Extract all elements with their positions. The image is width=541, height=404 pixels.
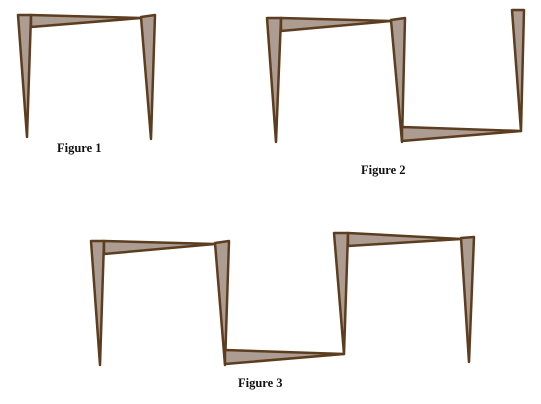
figure-2-caption: Figure 2 xyxy=(361,163,406,177)
figure-3-wedge-3 xyxy=(213,239,231,367)
figure-3-drawing xyxy=(89,231,476,367)
figure-2-wedge-2 xyxy=(279,16,393,33)
figure-3-wedge-7 xyxy=(459,235,476,364)
figure-1-wedge-3 xyxy=(139,13,157,141)
figure-3-caption: Figure 3 xyxy=(238,376,283,390)
figure-1-caption: Figure 1 xyxy=(57,141,102,155)
figure-2-wedge-5 xyxy=(510,8,526,133)
figure-1-wedge-2 xyxy=(29,13,143,29)
figure-2-wedge-1 xyxy=(265,16,283,144)
figure-2-drawing xyxy=(265,8,526,144)
figure-1-drawing xyxy=(16,13,157,141)
figure-1-wedge-1 xyxy=(16,13,33,139)
figure-3-wedge-4 xyxy=(223,348,346,366)
figure-3-wedge-6 xyxy=(346,231,463,248)
figure-3-wedge-5 xyxy=(332,231,350,356)
figure-3-wedge-1 xyxy=(89,239,106,367)
figure-3-wedge-2 xyxy=(102,239,217,256)
figure-2-wedge-3 xyxy=(389,16,407,144)
figure-2-wedge-4 xyxy=(400,125,523,143)
